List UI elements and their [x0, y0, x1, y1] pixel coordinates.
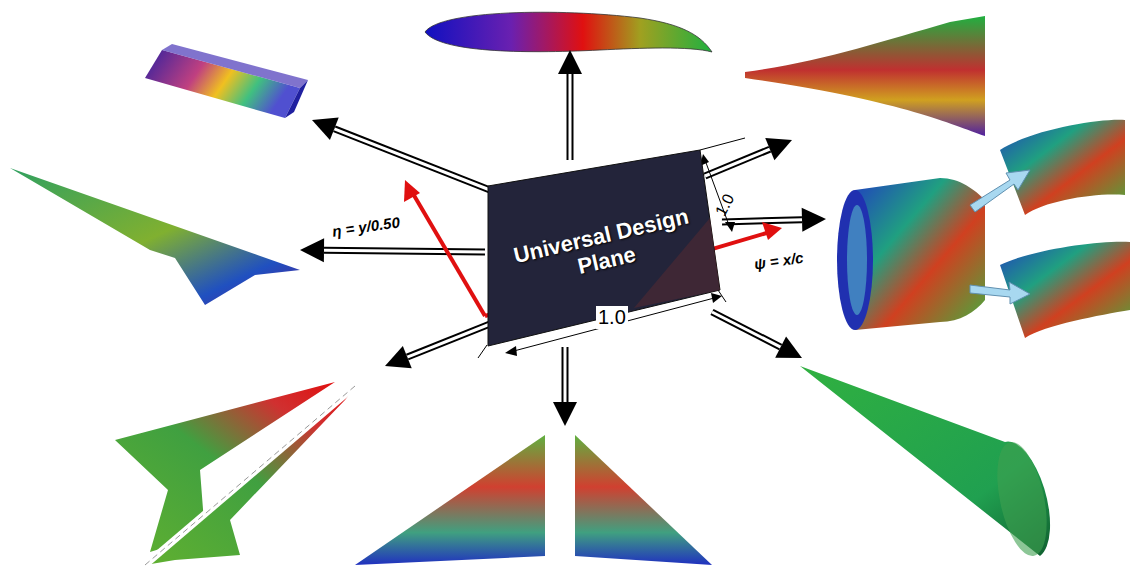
arrow-head	[775, 336, 802, 358]
arrow-head	[558, 50, 582, 74]
arrow-shaft	[407, 322, 495, 357]
arrow-head	[312, 118, 339, 140]
arrow-shaft	[562, 347, 569, 402]
arrow-shaft	[324, 250, 485, 252]
arrow-shaft	[722, 220, 802, 222]
dimension-label: 1.0	[711, 189, 739, 221]
arrow-shaft	[705, 149, 770, 176]
arrow-shaft	[712, 312, 781, 347]
arrow-head	[765, 138, 792, 160]
arrow-head	[802, 208, 826, 232]
arrow-shaft	[334, 129, 495, 192]
arrow-shaft	[407, 322, 495, 357]
arrow-head	[553, 402, 577, 426]
axis-label: ψ = x/c	[751, 248, 806, 272]
arrow-shaft	[722, 220, 802, 222]
arrow-shaft	[705, 149, 770, 176]
arrow-head	[300, 238, 324, 262]
arrow-shaft	[712, 312, 781, 347]
arrow-shaft	[324, 250, 485, 252]
plane-title: Universal Design Plane	[511, 203, 698, 293]
axis-label: η = y/0.50	[329, 213, 403, 240]
arrow-shaft	[334, 129, 495, 192]
arrow-shaft	[569, 74, 572, 160]
dimension-label: 1.0	[596, 306, 628, 329]
arrow-shaft	[564, 347, 567, 402]
arrow-shaft	[567, 74, 574, 160]
arrow-head	[385, 346, 412, 368]
